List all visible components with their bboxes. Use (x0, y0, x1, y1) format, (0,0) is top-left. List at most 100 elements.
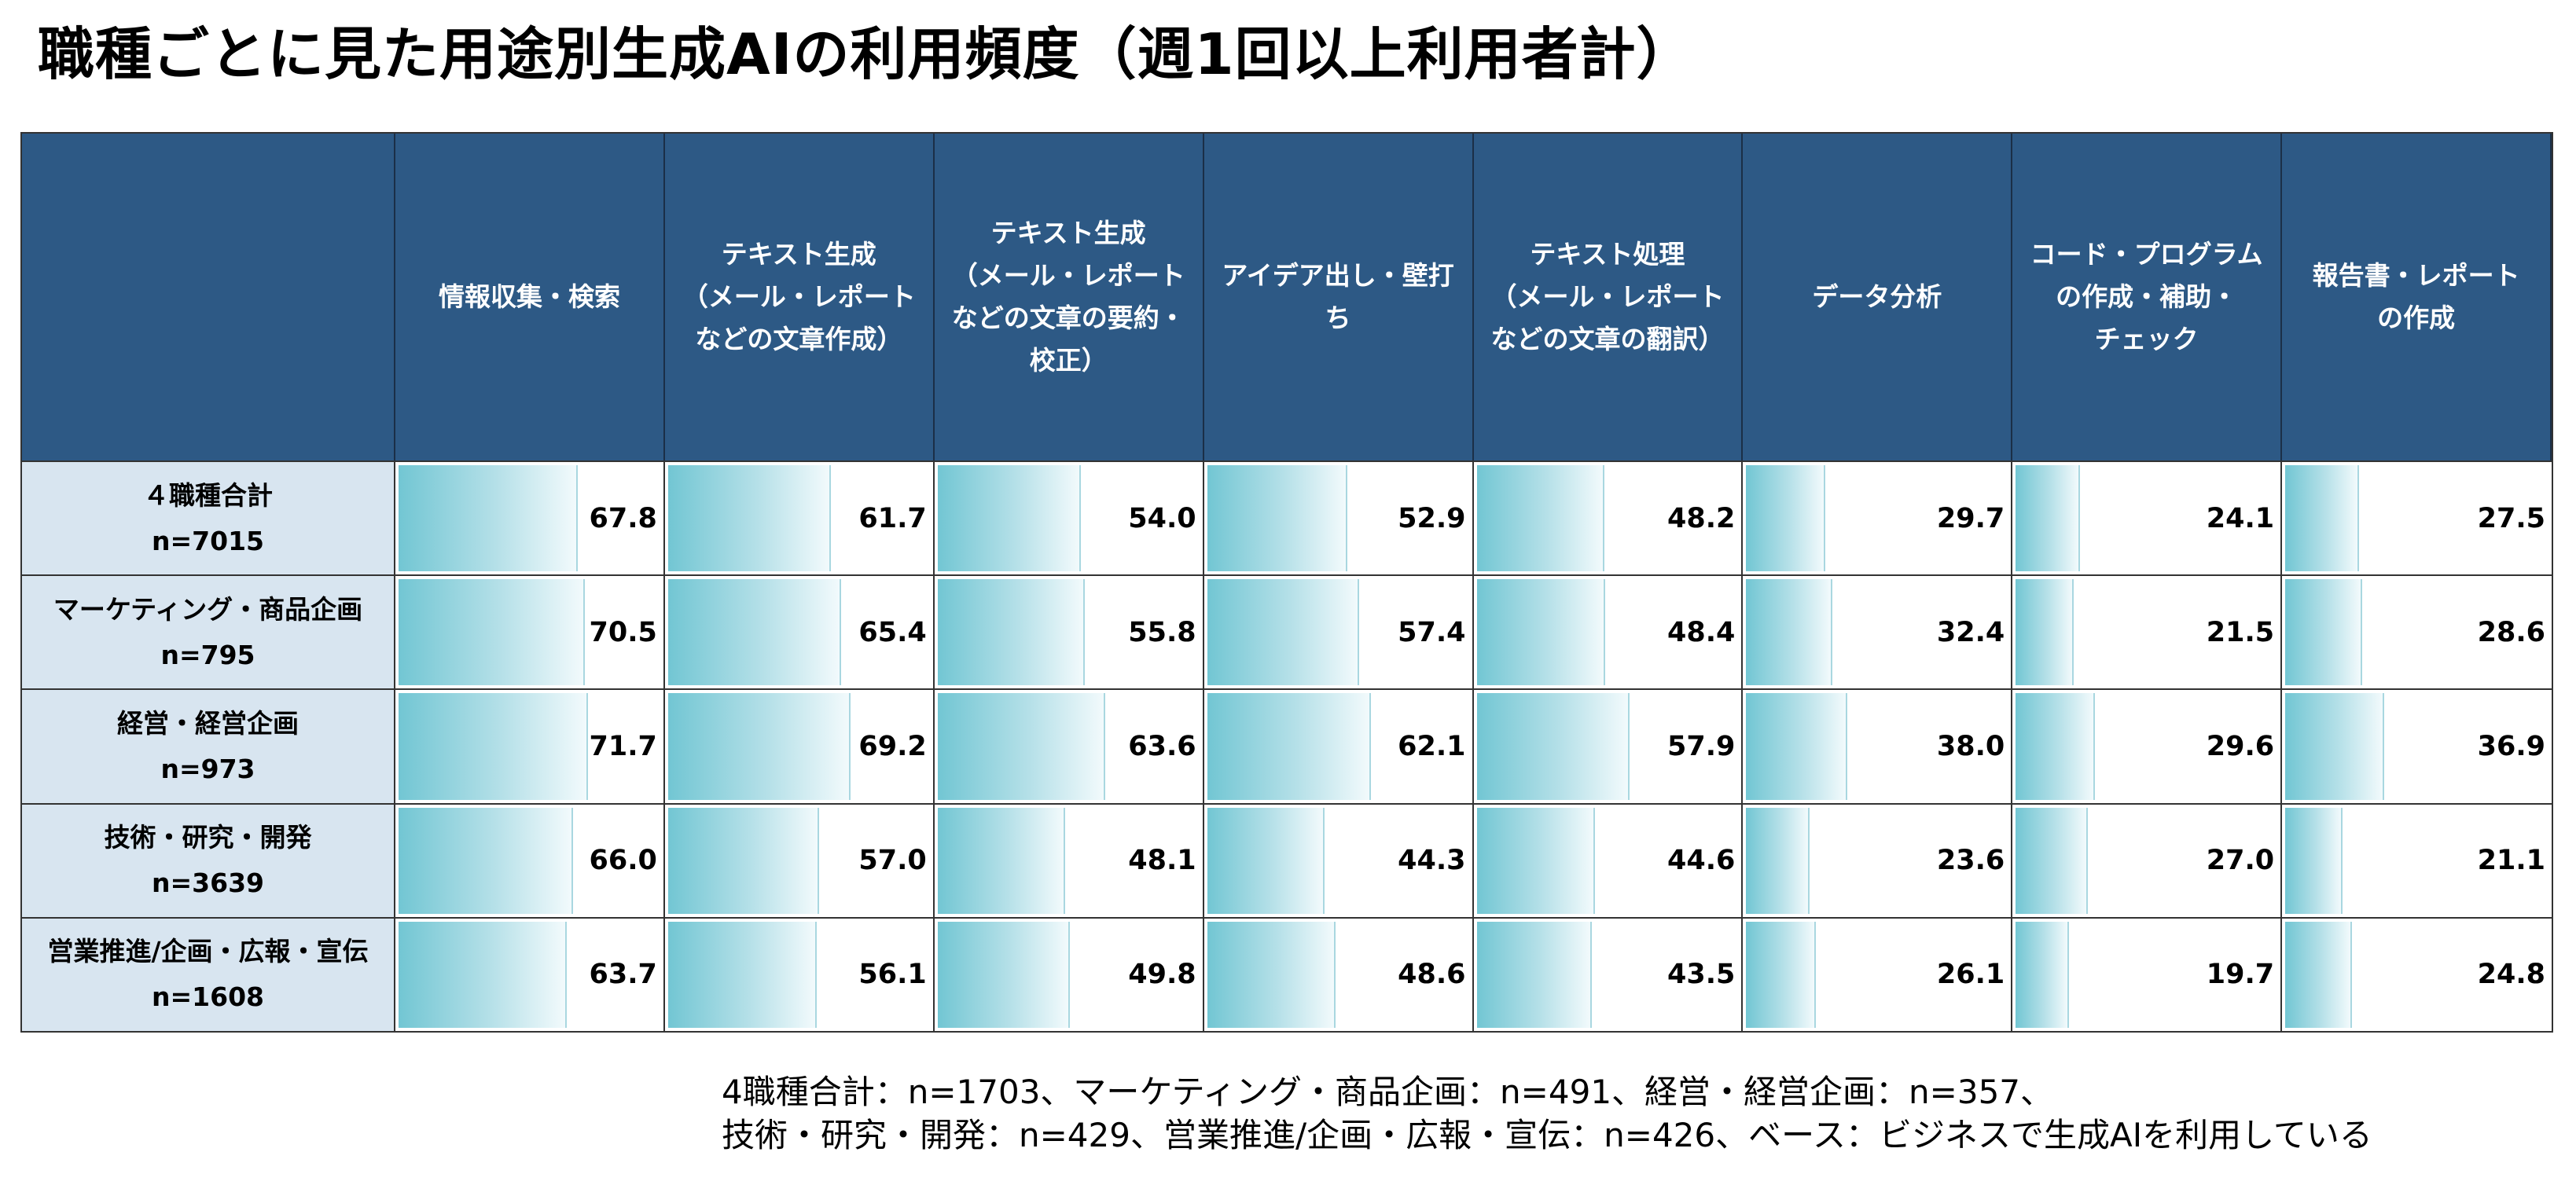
value-label: 21.5 (2206, 616, 2275, 648)
value-bar (2016, 693, 2095, 800)
value-bar (667, 579, 841, 686)
column-header: 情報収集・検索 (395, 134, 665, 460)
data-cell: 48.4 (1473, 574, 1744, 689)
row-label: 経営・経営企画 n=973 (22, 688, 395, 803)
value-label: 29.6 (2206, 730, 2275, 762)
value-label: 48.6 (1398, 959, 1466, 991)
value-bar (1746, 465, 1826, 572)
value-label: 27.0 (2206, 845, 2275, 877)
value-label: 38.0 (1936, 730, 2005, 762)
data-cell: 55.8 (934, 574, 1204, 689)
column-header: コード・プログラム の作成・補助・ チェック (2012, 134, 2283, 460)
footnote-line-1: 4職種合計：n=1703、マーケティング・商品企画：n=491、経営・経営企画：… (722, 1073, 2054, 1111)
column-header: 報告書・レポート の作成 (2282, 134, 2552, 460)
data-cell: 54.0 (934, 460, 1204, 575)
value-label: 32.4 (1936, 616, 2005, 648)
value-label: 24.8 (2477, 959, 2545, 991)
data-cell: 19.7 (2012, 916, 2283, 1031)
row-label: ４職種合計 n=7015 (22, 460, 395, 575)
value-bar (399, 693, 588, 800)
value-label: 28.6 (2477, 616, 2545, 648)
data-cell: 57.0 (664, 802, 935, 917)
value-label: 54.0 (1128, 502, 1196, 534)
value-label: 67.8 (589, 502, 657, 534)
value-label: 61.7 (858, 502, 927, 534)
data-cell: 48.1 (934, 802, 1204, 917)
data-cell: 62.1 (1203, 688, 1474, 803)
value-bar (2016, 465, 2081, 572)
value-bar (937, 921, 1070, 1028)
value-bar (1207, 693, 1372, 800)
value-bar (399, 579, 585, 686)
value-bar (2285, 579, 2362, 686)
value-label: 62.1 (1398, 730, 1466, 762)
value-label: 29.7 (1936, 502, 2005, 534)
value-bar (2016, 921, 2069, 1028)
data-cell: 57.4 (1203, 574, 1474, 689)
value-bar (2285, 921, 2353, 1028)
value-bar (667, 465, 832, 572)
value-label: 44.6 (1667, 845, 1736, 877)
data-cell: 26.1 (1743, 916, 2013, 1031)
data-cell: 63.7 (395, 916, 665, 1031)
data-cell: 29.6 (2012, 688, 2283, 803)
value-bar (2285, 465, 2360, 572)
data-cell: 49.8 (934, 916, 1204, 1031)
value-label: 71.7 (589, 730, 657, 762)
column-header: テキスト生成 （メール・レポート などの文章作成） (664, 134, 935, 460)
data-cell: 43.5 (1473, 916, 1744, 1031)
data-cell: 36.9 (2282, 688, 2552, 803)
footnote-line-2: 技術・研究・開発：n=429、営業推進/企画・広報・宣伝：n=426、ベース：ビ… (722, 1116, 2372, 1154)
data-cell: 28.6 (2282, 574, 2552, 689)
value-bar (937, 465, 1081, 572)
data-cell: 48.2 (1473, 460, 1744, 575)
value-label: 19.7 (2206, 959, 2275, 991)
data-cell: 52.9 (1203, 460, 1474, 575)
data-cell: 23.6 (1743, 802, 2013, 917)
data-cell: 67.8 (395, 460, 665, 575)
data-cell: 24.8 (2282, 916, 2552, 1031)
data-cell: 70.5 (395, 574, 665, 689)
usage-table: 情報収集・検索テキスト生成 （メール・レポート などの文章作成）テキスト生成 （… (20, 132, 2553, 1033)
data-cell: 27.0 (2012, 802, 2283, 917)
data-cell: 21.5 (2012, 574, 2283, 689)
value-bar (1746, 807, 1810, 914)
value-label: 26.1 (1936, 959, 2005, 991)
value-bar (2285, 807, 2343, 914)
header-corner (22, 134, 395, 460)
data-cell: 48.6 (1203, 916, 1474, 1031)
value-bar (667, 693, 851, 800)
value-bar (667, 921, 817, 1028)
value-label: 23.6 (1936, 845, 2005, 877)
value-label: 48.1 (1128, 845, 1196, 877)
data-cell: 38.0 (1743, 688, 2013, 803)
value-bar (399, 921, 568, 1028)
value-bar (1746, 693, 1847, 800)
value-bar (1476, 693, 1630, 800)
value-label: 57.0 (858, 845, 927, 877)
data-cell: 44.6 (1473, 802, 1744, 917)
value-bar (1476, 807, 1595, 914)
value-bar (399, 807, 573, 914)
value-label: 57.4 (1398, 616, 1466, 648)
data-cell: 65.4 (664, 574, 935, 689)
value-label: 48.2 (1667, 502, 1736, 534)
value-label: 55.8 (1128, 616, 1196, 648)
row-label: 技術・研究・開発 n=3639 (22, 802, 395, 917)
column-header: テキスト処理 （メール・レポート などの文章の翻訳） (1473, 134, 1744, 460)
value-bar (1476, 921, 1593, 1028)
footnote: 4職種合計：n=1703、マーケティング・商品企画：n=491、経営・経営企画：… (722, 1070, 2372, 1157)
data-cell: 69.2 (664, 688, 935, 803)
value-bar (1207, 579, 1359, 686)
value-label: 66.0 (589, 845, 657, 877)
value-bar (667, 807, 819, 914)
value-label: 27.5 (2477, 502, 2545, 534)
value-bar (1207, 921, 1336, 1028)
column-header: データ分析 (1743, 134, 2013, 460)
value-bar (2016, 579, 2074, 686)
value-label: 49.8 (1128, 959, 1196, 991)
data-cell: 56.1 (664, 916, 935, 1031)
data-cell: 32.4 (1743, 574, 2013, 689)
value-label: 65.4 (858, 616, 927, 648)
value-bar (2016, 807, 2089, 914)
